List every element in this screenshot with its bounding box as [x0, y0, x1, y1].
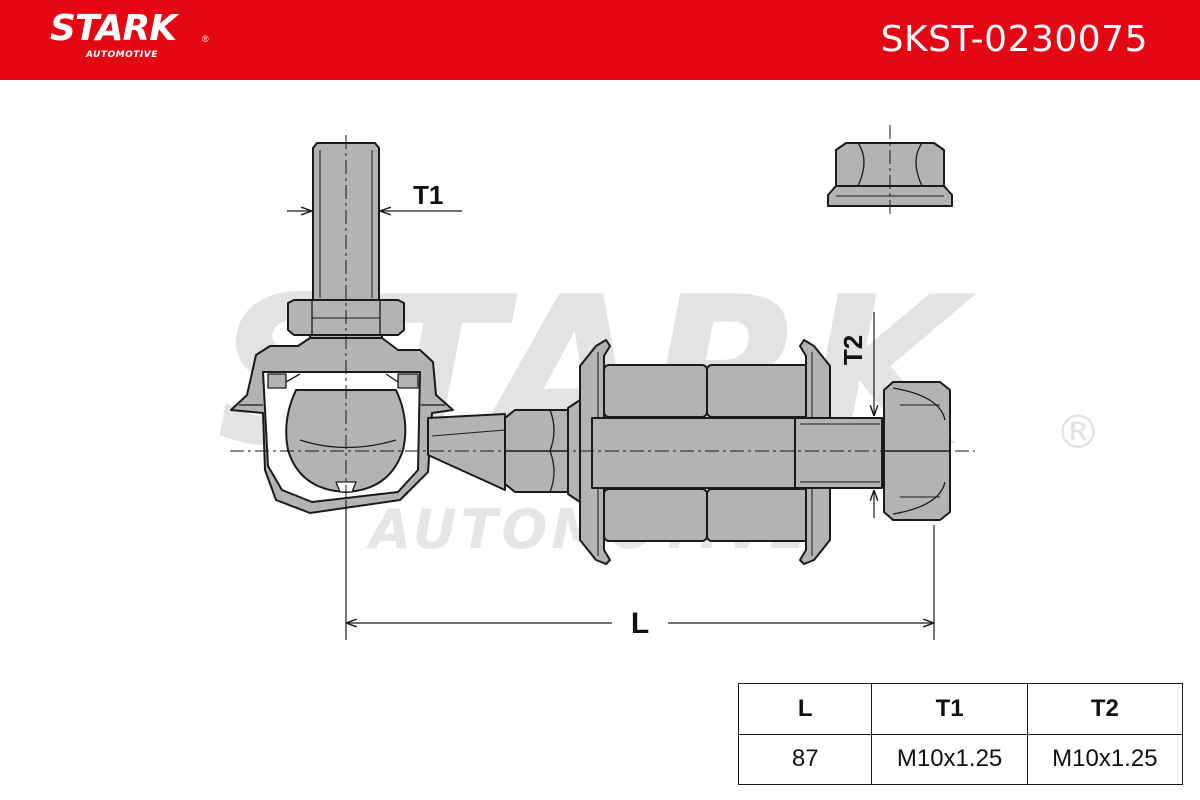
brand-name: STARK	[50, 8, 177, 49]
table-header-row: L T1 T2	[737, 683, 1184, 735]
value-t1: M10x1.25	[871, 733, 1028, 785]
upper-bushing	[603, 364, 811, 418]
watermark-registered: ®	[1055, 405, 1101, 459]
dimension-label-l: L	[631, 607, 649, 640]
lower-bushing	[603, 488, 811, 542]
flange-nut	[827, 142, 953, 207]
specification-table: L T1 T2 87 M10x1.25 M10x1.25	[737, 683, 1184, 785]
part-number: SKST-0230075	[880, 19, 1148, 60]
header-bar: STARK ® AUTOMOTIVE SKST-0230075	[0, 0, 1200, 80]
column-header-t1: T1	[871, 683, 1028, 735]
technical-drawing: STARK AUTOMOTIVE ®	[217, 125, 1101, 640]
threaded-shaft	[591, 417, 883, 489]
value-t2: M10x1.25	[1026, 733, 1184, 785]
registered-mark: ®	[202, 34, 209, 44]
column-header-t2: T2	[1026, 683, 1184, 735]
dimension-label-t1: T1	[413, 180, 443, 210]
column-header-l: L	[737, 683, 873, 735]
value-l: 87	[737, 733, 873, 785]
dimension-label-t2: T2	[838, 335, 868, 365]
link-rod	[427, 413, 506, 491]
brand-subtitle: AUTOMOTIVE	[86, 50, 158, 60]
table-row: 87 M10x1.25 M10x1.25	[737, 733, 1184, 785]
stark-logo: STARK ® AUTOMOTIVE	[50, 8, 209, 61]
